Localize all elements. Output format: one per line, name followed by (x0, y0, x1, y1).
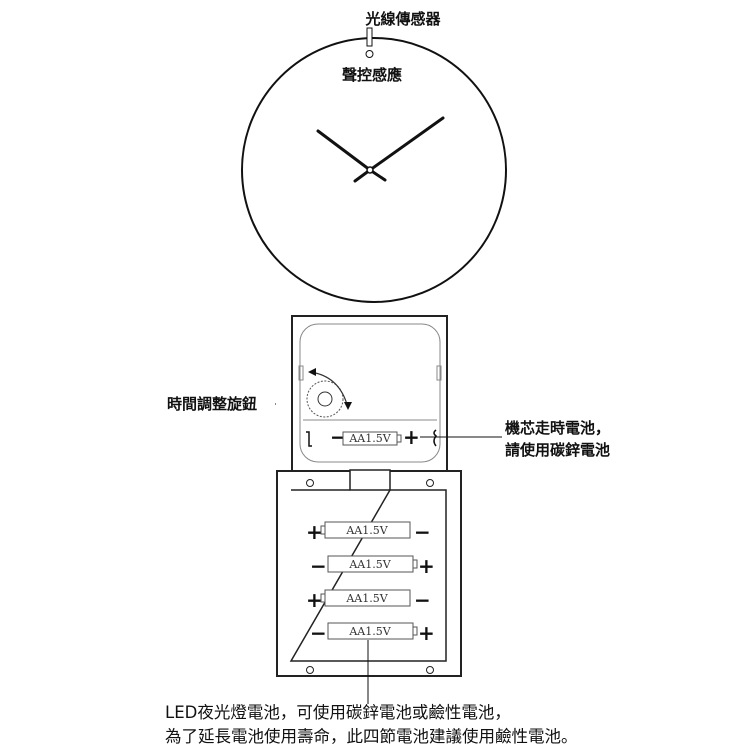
battery-sign: + (418, 554, 435, 578)
battery-sign: − (414, 520, 431, 544)
sound-control-label: 聲控感應 (342, 66, 402, 84)
time-adjust-knob-icon (306, 368, 352, 418)
led-note-line-1: LED夜光燈電池，可使用碳鋅電池或鹼性電池， (165, 703, 511, 722)
movement-battery-label-1: 機芯走時電池， (505, 419, 610, 437)
led-battery-4: − AA1.5V + (310, 621, 435, 645)
clock-face (241, 37, 507, 303)
led-battery-1: + AA1.5V − (306, 520, 431, 544)
battery-sign: − (414, 588, 431, 612)
led-battery-box (276, 469, 462, 677)
battery-label: AA1.5V (348, 432, 391, 445)
time-knob-label: 時間調整旋鈕 (167, 395, 257, 413)
battery-label: AA1.5V (348, 625, 391, 638)
light-sensor-icon (365, 27, 374, 58)
battery-label: AA1.5V (348, 558, 391, 571)
movement-battery-label-2: 請使用碳鋅電池 (505, 441, 610, 459)
light-sensor-label: 光線傳感器 (364, 10, 441, 28)
battery-sign: + (306, 588, 323, 612)
led-battery-2: − AA1.5V + (310, 554, 435, 578)
led-battery-3: + AA1.5V − (306, 588, 431, 612)
battery-sign: + (418, 621, 435, 645)
movement-battery: − AA1.5V + (330, 425, 420, 449)
battery-label: AA1.5V (345, 524, 388, 537)
battery-label: AA1.5V (345, 592, 388, 605)
clock-hands-icon (316, 116, 445, 183)
battery-plus: + (403, 425, 420, 449)
battery-sign: − (310, 621, 327, 645)
led-note-line-2: 為了延長電池使用壽命，此四節電池建議使用鹼性電池。 (165, 727, 578, 746)
battery-sign: − (310, 554, 327, 578)
battery-sign: + (306, 520, 323, 544)
